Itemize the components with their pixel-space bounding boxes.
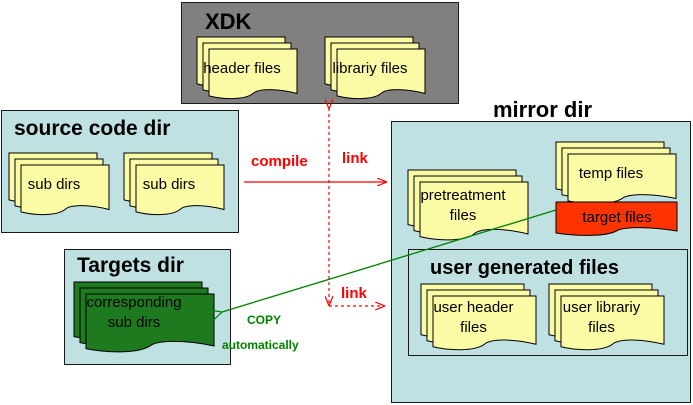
sub-dirs-label-1: sub dirs bbox=[27, 176, 81, 193]
source-code-dir-box: source code dir sub dirs sub dirs bbox=[1, 110, 239, 233]
user-generated-files-title: user generated files bbox=[430, 257, 619, 279]
target-document-icon bbox=[555, 201, 678, 236]
sub-dirs-stack-1: sub dirs bbox=[8, 152, 110, 216]
copy-arrow bbox=[222, 209, 557, 312]
xdk-title: XDK bbox=[205, 9, 252, 34]
target-files-doc: target files bbox=[555, 201, 678, 238]
corresponding-sub-dirs-label: corresponding sub dirs bbox=[86, 294, 182, 331]
link-top-label: link bbox=[342, 150, 368, 167]
mirror-dir-box: pretreatment files temp files target fil… bbox=[391, 121, 691, 403]
corresponding-sub-dirs-stack: corresponding sub dirs bbox=[73, 281, 215, 353]
library-files-label: librariy files bbox=[332, 60, 408, 77]
document-stack-icon bbox=[407, 169, 529, 241]
temp-files-stack: temp files bbox=[555, 141, 677, 205]
header-files-label: header files bbox=[203, 60, 281, 77]
document-stack-icon bbox=[73, 281, 215, 353]
temp-files-label: temp files bbox=[578, 165, 644, 182]
document-stack-icon bbox=[548, 283, 665, 351]
link-bottom-label: link bbox=[341, 285, 367, 302]
mirror-dir-title: mirror dir bbox=[493, 97, 593, 122]
document-stack-icon bbox=[420, 283, 537, 351]
document-stack-icon bbox=[555, 141, 677, 205]
user-generated-files-box: user generated files user header files u… bbox=[408, 249, 688, 356]
pretreatment-files-stack: pretreatment files bbox=[407, 169, 529, 241]
targets-dir-box: Targets dir corresponding sub dirs bbox=[64, 249, 231, 365]
user-library-files-stack: user librariy files bbox=[548, 283, 665, 351]
document-stack-icon bbox=[196, 36, 298, 100]
targets-dir-title: Targets dir bbox=[77, 254, 184, 277]
document-stack-icon bbox=[123, 152, 225, 216]
user-library-files-label: user librariy files bbox=[562, 299, 641, 336]
document-stack-icon bbox=[324, 36, 426, 100]
compile-label: compile bbox=[251, 153, 308, 170]
user-header-files-stack: user header files bbox=[420, 283, 537, 351]
source-code-dir-title: source code dir bbox=[14, 117, 171, 140]
user-header-files-label: user header files bbox=[433, 299, 514, 336]
automatically-label: automatically bbox=[222, 338, 299, 352]
sub-dirs-stack-2: sub dirs bbox=[123, 152, 225, 216]
pretreatment-files-label: pretreatment files bbox=[420, 187, 506, 224]
header-files-stack: header files bbox=[196, 36, 298, 100]
xdk-box: XDK header files librariy files bbox=[181, 2, 459, 104]
sub-dirs-label-2: sub dirs bbox=[142, 176, 196, 193]
document-stack-icon bbox=[8, 152, 110, 216]
copy-label: COPY bbox=[247, 313, 282, 327]
library-files-stack: librariy files bbox=[324, 36, 426, 100]
target-files-label: target files bbox=[582, 208, 652, 226]
